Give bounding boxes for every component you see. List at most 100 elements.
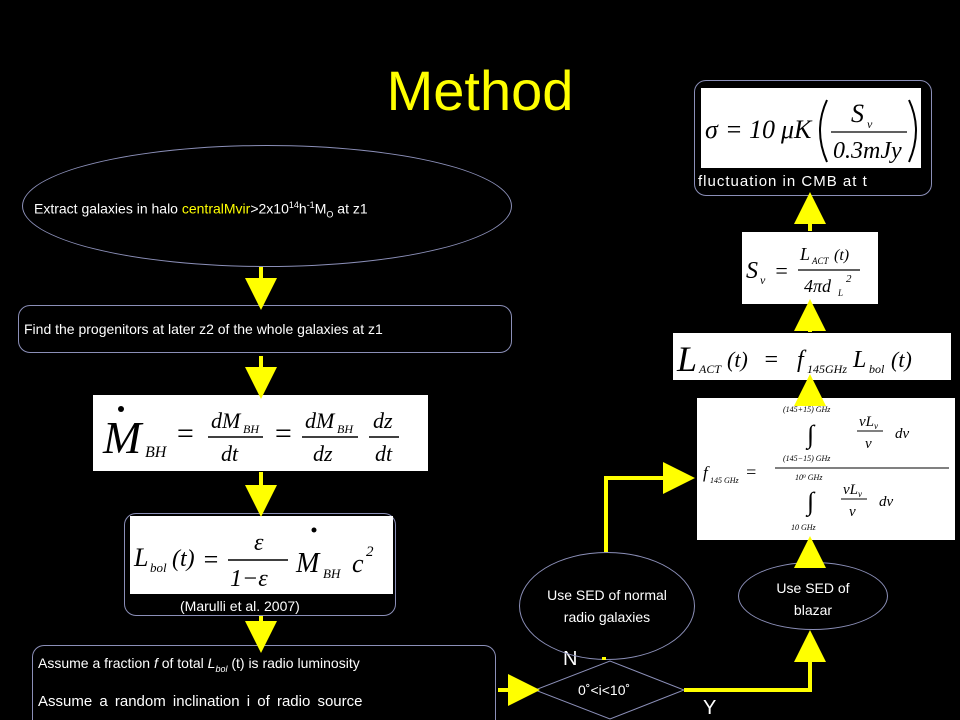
svg-text:=: = [175, 417, 195, 450]
svg-text:S: S [851, 99, 864, 128]
extract-exp-neg1: -1 [306, 200, 315, 210]
svg-text:4πd: 4πd [804, 276, 832, 296]
svg-text:bol: bol [150, 560, 167, 575]
assume-fraction-bol: bol [215, 663, 228, 674]
svg-text:145 GHz: 145 GHz [710, 476, 740, 485]
svg-text:BH: BH [323, 566, 341, 581]
svg-text:ACT: ACT [811, 256, 830, 266]
mdot-equation: M BH = dM BH dt = dM BH dz dz dt [93, 395, 428, 471]
extract-prefix: Extract galaxies in halo [34, 200, 182, 217]
svg-text:(t): (t) [172, 546, 195, 572]
svg-text:L: L [676, 339, 697, 379]
extract-h: h [298, 200, 307, 217]
svg-text:=: = [763, 347, 779, 373]
svg-text:dν: dν [895, 426, 910, 442]
svg-text:ν: ν [849, 504, 856, 520]
lact-equation-graphic: L ACT (t) = f 145GHz L bol (t) [676, 339, 912, 379]
decision-yes-label: Y [703, 697, 717, 719]
sed-normal-ellipse [519, 552, 695, 660]
extract-rest: >2x10 [250, 200, 289, 217]
arrow-normal-to-f145 [604, 462, 695, 552]
svg-text:f: f [797, 347, 807, 373]
svg-text:L: L [852, 347, 866, 373]
mdot-equation-graphic: M BH = dM BH dt = dM BH dz dz dt [102, 406, 399, 466]
svg-text:2: 2 [366, 544, 374, 560]
sigma-equation-graphic: σ = 10 μK S ν 0.3mJy [705, 99, 917, 164]
svg-text:=: = [202, 545, 220, 574]
f145-equation: f 145 GHz = (145+15) GHz ∫ (145−15) GHz … [697, 398, 955, 540]
svg-text:(t): (t) [891, 347, 912, 372]
f145-lim-top-upper: (145+15) GHz [783, 405, 831, 414]
extract-sun-sub: O [326, 209, 334, 220]
assume-fraction-text: Assume a fraction f of total Lbol (t) is… [38, 655, 360, 674]
svg-text:BH: BH [337, 422, 354, 436]
svg-text:L: L [799, 244, 810, 264]
svg-text:145GHz: 145GHz [807, 362, 847, 376]
svg-text:(t): (t) [834, 247, 849, 264]
svg-text:dν: dν [879, 494, 894, 510]
snu-equation-graphic: S ν = L ACT (t) 4πd L 2 [746, 244, 860, 298]
svg-text:=: = [273, 417, 293, 450]
f145-lim-bot-lower: 10 GHz [791, 523, 817, 532]
svg-text:bol: bol [869, 362, 885, 376]
svg-text:f: f [703, 463, 710, 482]
mdot-dot [118, 406, 124, 412]
f145-lim-bot-upper: 10⁹ GHz [795, 473, 823, 482]
svg-text:2: 2 [846, 273, 852, 285]
svg-text:BH: BH [145, 444, 168, 461]
svg-text:νLν: νLν [859, 414, 878, 431]
svg-text:L: L [133, 543, 148, 572]
svg-text:dz: dz [373, 408, 393, 433]
svg-text:μK: μK [780, 115, 813, 144]
svg-text:dM: dM [305, 408, 336, 433]
svg-text:dt: dt [221, 441, 239, 466]
svg-text:ν: ν [760, 273, 766, 287]
mdot-symbol: M [102, 412, 144, 463]
page-title: Method [386, 59, 574, 122]
svg-text:c: c [352, 549, 364, 578]
svg-text:νLν: νLν [843, 482, 862, 499]
assume-fraction-suffix: (t) is radio luminosity [227, 655, 360, 671]
f145-equation-graphic: f 145 GHz = (145+15) GHz ∫ (145−15) GHz … [703, 405, 949, 532]
svg-text:ν: ν [867, 117, 873, 131]
svg-text:L: L [837, 288, 843, 298]
assume-fraction-L: L [207, 655, 216, 671]
lbol-equation: L bol (t) = ε 1−ε M BH c 2 [130, 516, 393, 594]
svg-text:(t): (t) [727, 347, 748, 372]
svg-text:σ: σ [705, 115, 719, 144]
svg-text:ε: ε [254, 530, 264, 556]
f145-lim-top-lower: (145−15) GHz [783, 454, 831, 463]
lbol-equation-graphic: L bol (t) = ε 1−ε M BH c 2 [133, 527, 374, 592]
extract-exp14: 14 [288, 200, 299, 210]
progenitors-text: Find the progenitors at later z2 of the … [24, 321, 383, 337]
extract-highlight: centralMvir [181, 200, 251, 217]
assume-fraction-mid: of total [157, 655, 208, 671]
svg-text:=: = [774, 258, 789, 283]
lact-equation: L ACT (t) = f 145GHz L bol (t) [673, 333, 951, 380]
assume-fraction-f: f [153, 655, 158, 671]
sigma-equation: σ = 10 μK S ν 0.3mJy [701, 88, 921, 168]
sed-blazar-line1: Use SED of [776, 580, 850, 596]
extract-galaxies-ellipse [22, 145, 512, 267]
extract-msun: M [314, 200, 327, 217]
extract-suffix: at z1 [333, 200, 368, 217]
svg-text:1−ε: 1−ε [230, 566, 268, 592]
svg-text:0.3mJy: 0.3mJy [833, 138, 902, 164]
extract-galaxies-text: Extract galaxies in halo centralMvir>2x1… [34, 200, 368, 219]
svg-text:S: S [746, 258, 758, 284]
citation-text: (Marulli et al. 2007) [180, 598, 300, 614]
svg-text:ν: ν [865, 436, 872, 452]
svg-text:dt: dt [375, 441, 393, 466]
assume-fraction-prefix: Assume a fraction [38, 655, 154, 671]
svg-text:=: = [745, 462, 757, 482]
svg-text:dz: dz [313, 441, 333, 466]
sed-blazar-line2: blazar [793, 602, 833, 618]
svg-text:∫: ∫ [805, 420, 816, 450]
svg-text:= 10: = 10 [725, 115, 775, 144]
sed-normal-line2: radio galaxies [563, 609, 651, 625]
svg-text:M: M [295, 548, 321, 579]
decision-label: 0˚<i<10˚ [578, 682, 631, 698]
svg-text:BH: BH [243, 422, 260, 436]
sed-normal-line1: Use SED of normal [547, 587, 667, 603]
